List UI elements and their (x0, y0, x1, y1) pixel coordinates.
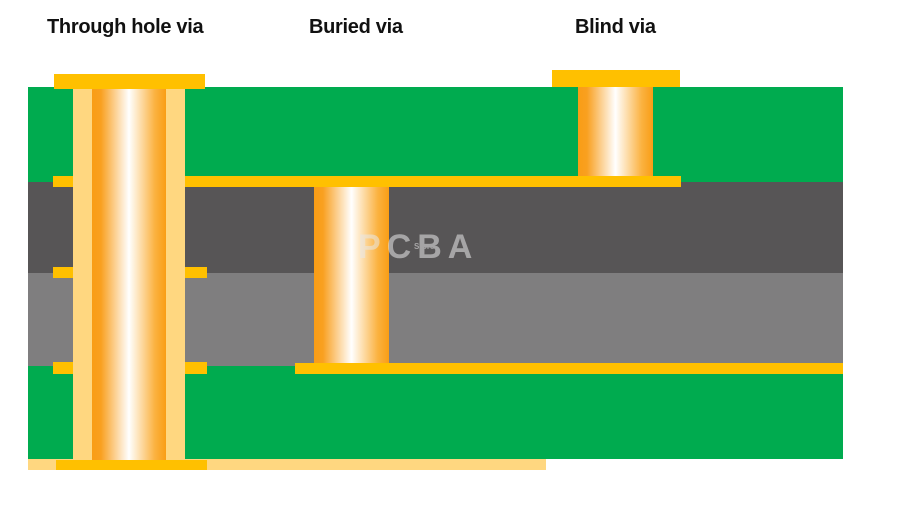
bottom-copper-strip (28, 459, 546, 470)
inner-pad-stub (53, 362, 73, 374)
through-via-right-wall (166, 87, 185, 470)
watermark-text: PCBA (358, 228, 479, 266)
through-via-left-wall (73, 87, 92, 470)
blind-via-barrel (578, 86, 653, 176)
through-via-top-pad (54, 74, 205, 89)
inner-copper-trace-bottom (295, 363, 843, 374)
watermark-logo: PCBA Store (358, 230, 544, 274)
inner-pad-stub (53, 267, 73, 278)
inner-pad-stub (53, 176, 73, 187)
buried-via-barrel (314, 187, 389, 363)
watermark-subtext: Store (414, 242, 435, 251)
through-via-barrel (92, 87, 166, 470)
blind-via-label: Blind via (575, 16, 656, 38)
inner-pad-stub (185, 267, 207, 278)
through-hole-via-label: Through hole via (47, 16, 204, 38)
blind-via-top-pad (552, 70, 680, 87)
inner-copper-trace-top (185, 176, 681, 187)
buried-via-label: Buried via (309, 16, 403, 38)
through-via-bottom-pad (56, 460, 207, 470)
inner-pad-stub (185, 362, 207, 374)
